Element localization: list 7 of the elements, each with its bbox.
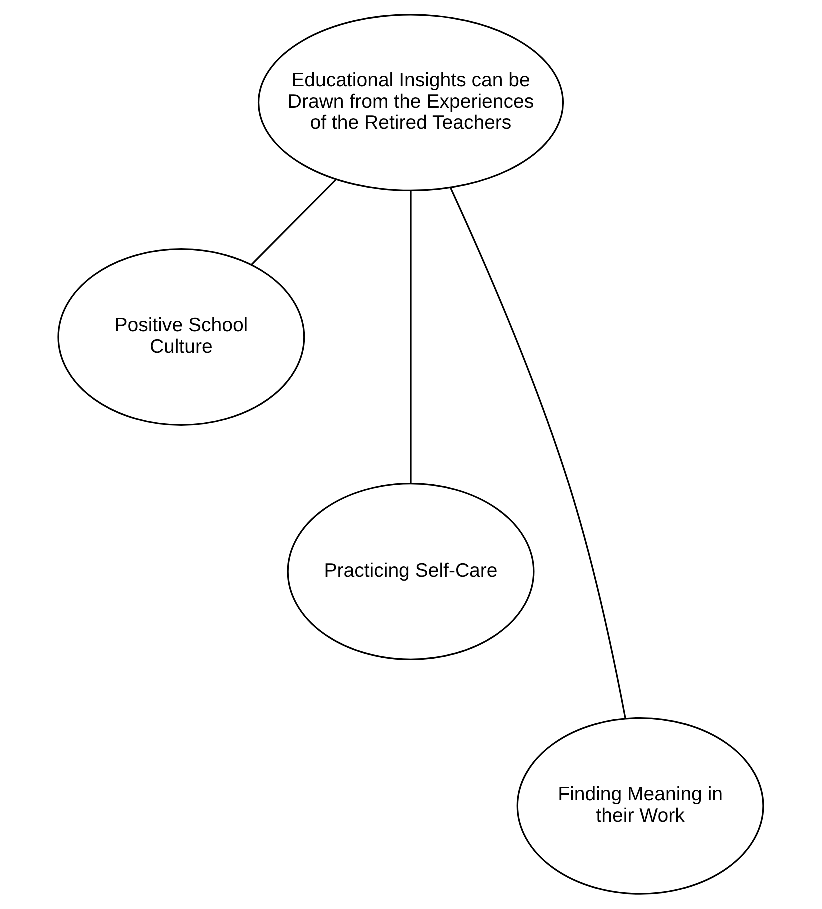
node-ellipse: Finding Meaning in their Work xyxy=(516,717,764,895)
node-ellipse: Positive School Culture xyxy=(58,248,306,426)
node-ellipse: Educational Insights can be Drawn from the Experiences of the Retired Teachers xyxy=(258,14,564,192)
node-ellipse: Practicing Self-Care xyxy=(287,483,535,660)
connector xyxy=(410,190,412,484)
connector xyxy=(450,188,626,719)
connector xyxy=(251,178,338,266)
